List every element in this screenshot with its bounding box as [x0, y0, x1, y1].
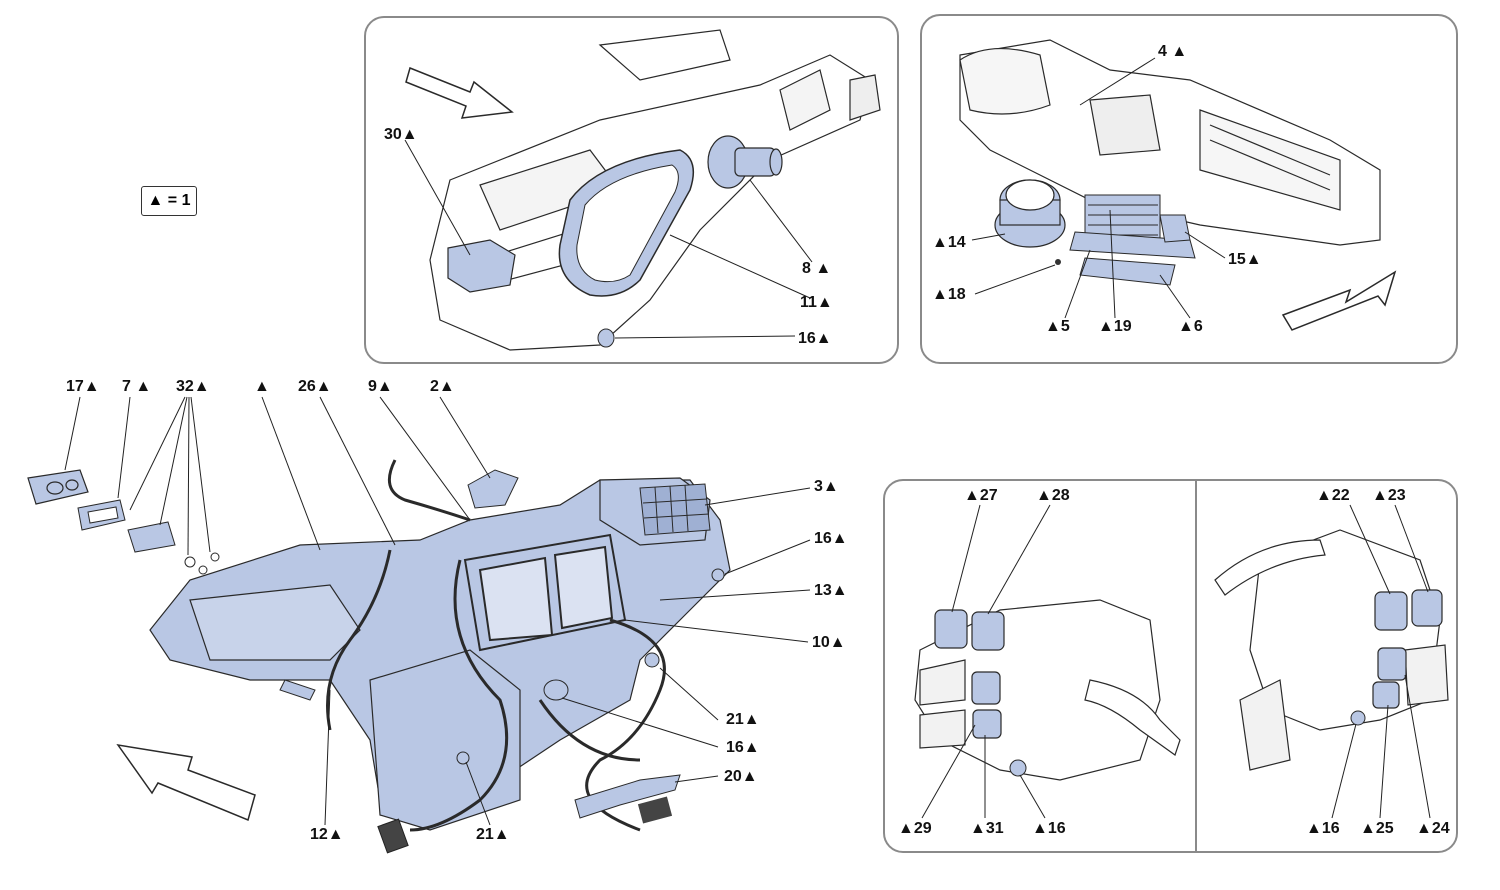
filter-19	[1084, 194, 1161, 246]
callout-27: ▲27	[964, 487, 998, 504]
callout-8: 8 ▲	[802, 260, 832, 277]
callout-10: 10▲	[812, 634, 846, 651]
callout-12: 12▲	[310, 826, 344, 843]
callout-5: ▲5	[1045, 318, 1070, 335]
callout-4: 4 ▲	[1158, 43, 1188, 60]
callout-18: ▲18	[932, 286, 966, 303]
legend-box: ▲ = 1	[141, 186, 197, 216]
callout-9: 9▲	[368, 378, 393, 395]
connector-2	[467, 469, 519, 509]
frame-10	[463, 533, 627, 652]
callout-22: ▲22	[1316, 487, 1350, 504]
bracket-20	[574, 774, 681, 819]
callout-16-bl: ▲16	[1032, 820, 1066, 837]
plate-6	[1079, 257, 1176, 286]
sensor-21b	[456, 751, 470, 765]
callout-7: 7 ▲	[122, 378, 152, 395]
callout-29: ▲29	[898, 820, 932, 837]
callout-21-b: 21▲	[476, 826, 510, 843]
callout-16-a: 16▲	[814, 530, 848, 547]
panel-divider	[1195, 480, 1197, 852]
plug-bottom	[377, 818, 409, 854]
callout-unit: ▲	[254, 378, 270, 395]
sensor-16-top	[597, 328, 615, 348]
direction-arrow-main	[116, 743, 256, 822]
sensor-16-bl	[1009, 759, 1027, 777]
connector-20-end	[637, 796, 673, 824]
callout-15: 15▲	[1228, 251, 1262, 268]
callout-16-br: ▲16	[1306, 820, 1340, 837]
callout-21-a: 21▲	[726, 711, 760, 728]
callout-32: 32▲	[176, 378, 210, 395]
part-17	[27, 469, 89, 505]
part-15	[1159, 214, 1191, 243]
sensor-16-br	[1350, 710, 1366, 726]
callout-16-b: 16▲	[726, 739, 760, 756]
callout-14: ▲14	[932, 234, 966, 251]
callout-28: ▲28	[1036, 487, 1070, 504]
callout-6: ▲6	[1178, 318, 1203, 335]
hvac-main-assembly	[149, 477, 731, 831]
actuators-bottom-right	[1372, 589, 1443, 709]
actuator-30	[447, 239, 516, 293]
grille-3	[639, 483, 711, 536]
blower-motor-8	[707, 135, 783, 189]
direction-arrow-top	[405, 66, 514, 119]
hvac-unit-right-view	[959, 39, 1381, 246]
blower-14	[994, 179, 1066, 248]
wiring-harness	[326, 459, 666, 832]
callout-26: 26▲	[298, 378, 332, 395]
sensor-12	[279, 679, 316, 701]
callout-2: 2▲	[430, 378, 455, 395]
callout-11: 11▲	[800, 294, 833, 311]
plate-5	[1069, 231, 1196, 259]
callout-20: 20▲	[724, 768, 758, 785]
callout-25: ▲25	[1360, 820, 1394, 837]
direction-arrow-right	[1281, 270, 1397, 331]
callout-3: 3▲	[814, 478, 839, 495]
sensor-16-main	[543, 679, 569, 701]
callout-19: ▲19	[1098, 318, 1132, 335]
callout-13: 13▲	[814, 582, 848, 599]
callout-30: 30▲	[384, 126, 418, 143]
callout-31: ▲31	[970, 820, 1004, 837]
hvac-rear-right	[1214, 529, 1449, 771]
actuators-bottom-left	[934, 609, 1005, 739]
actuator-32	[127, 521, 176, 553]
callout-16-top: 16▲	[798, 330, 832, 347]
callout-23: ▲23	[1372, 487, 1406, 504]
callout-17: 17▲	[66, 378, 100, 395]
callout-24: ▲24	[1416, 820, 1450, 837]
sensor-21a	[644, 652, 660, 668]
